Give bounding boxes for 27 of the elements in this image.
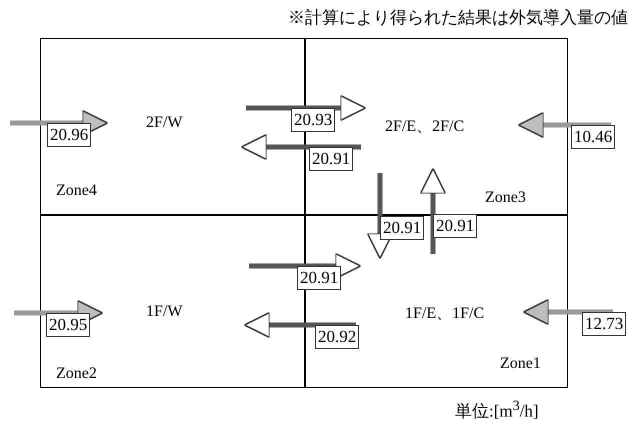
edge-label: 10.46 bbox=[571, 125, 616, 149]
room-label: 1F/E、1F/C bbox=[405, 304, 484, 324]
edge-label: 20.93 bbox=[291, 108, 336, 132]
room-label: 2F/W bbox=[146, 114, 182, 132]
edge-label: 20.96 bbox=[47, 123, 92, 147]
edge-label: 20.95 bbox=[46, 313, 90, 337]
edge-label: 20.92 bbox=[315, 325, 360, 349]
flow-arrow bbox=[244, 312, 356, 338]
edge-label: 12.73 bbox=[582, 312, 626, 336]
flow-arrow bbox=[518, 112, 611, 138]
zone-label: Zone2 bbox=[56, 365, 97, 383]
unit-label: 単位:[m$^{3}$/h] bbox=[455, 398, 539, 423]
room-label: 2F/E、2F/C bbox=[385, 117, 464, 137]
zone-label: Zone3 bbox=[485, 189, 526, 207]
zone-label: Zone4 bbox=[56, 182, 97, 200]
edge-label: 20.91 bbox=[297, 266, 342, 290]
flow-arrow bbox=[420, 168, 446, 254]
flow-arrow bbox=[246, 94, 366, 122]
edge-label: 20.91 bbox=[433, 214, 478, 238]
note-text: ※計算により得られた結果は外気導入量の値 bbox=[288, 7, 628, 29]
zone-label: Zone1 bbox=[500, 355, 541, 373]
flow-arrow bbox=[522, 298, 613, 326]
flow-arrow bbox=[240, 134, 361, 160]
flow-arrow bbox=[249, 252, 362, 280]
edge-label: 20.91 bbox=[380, 216, 424, 240]
room-label: 1F/W bbox=[146, 303, 182, 321]
edge-label: 20.91 bbox=[309, 147, 354, 171]
